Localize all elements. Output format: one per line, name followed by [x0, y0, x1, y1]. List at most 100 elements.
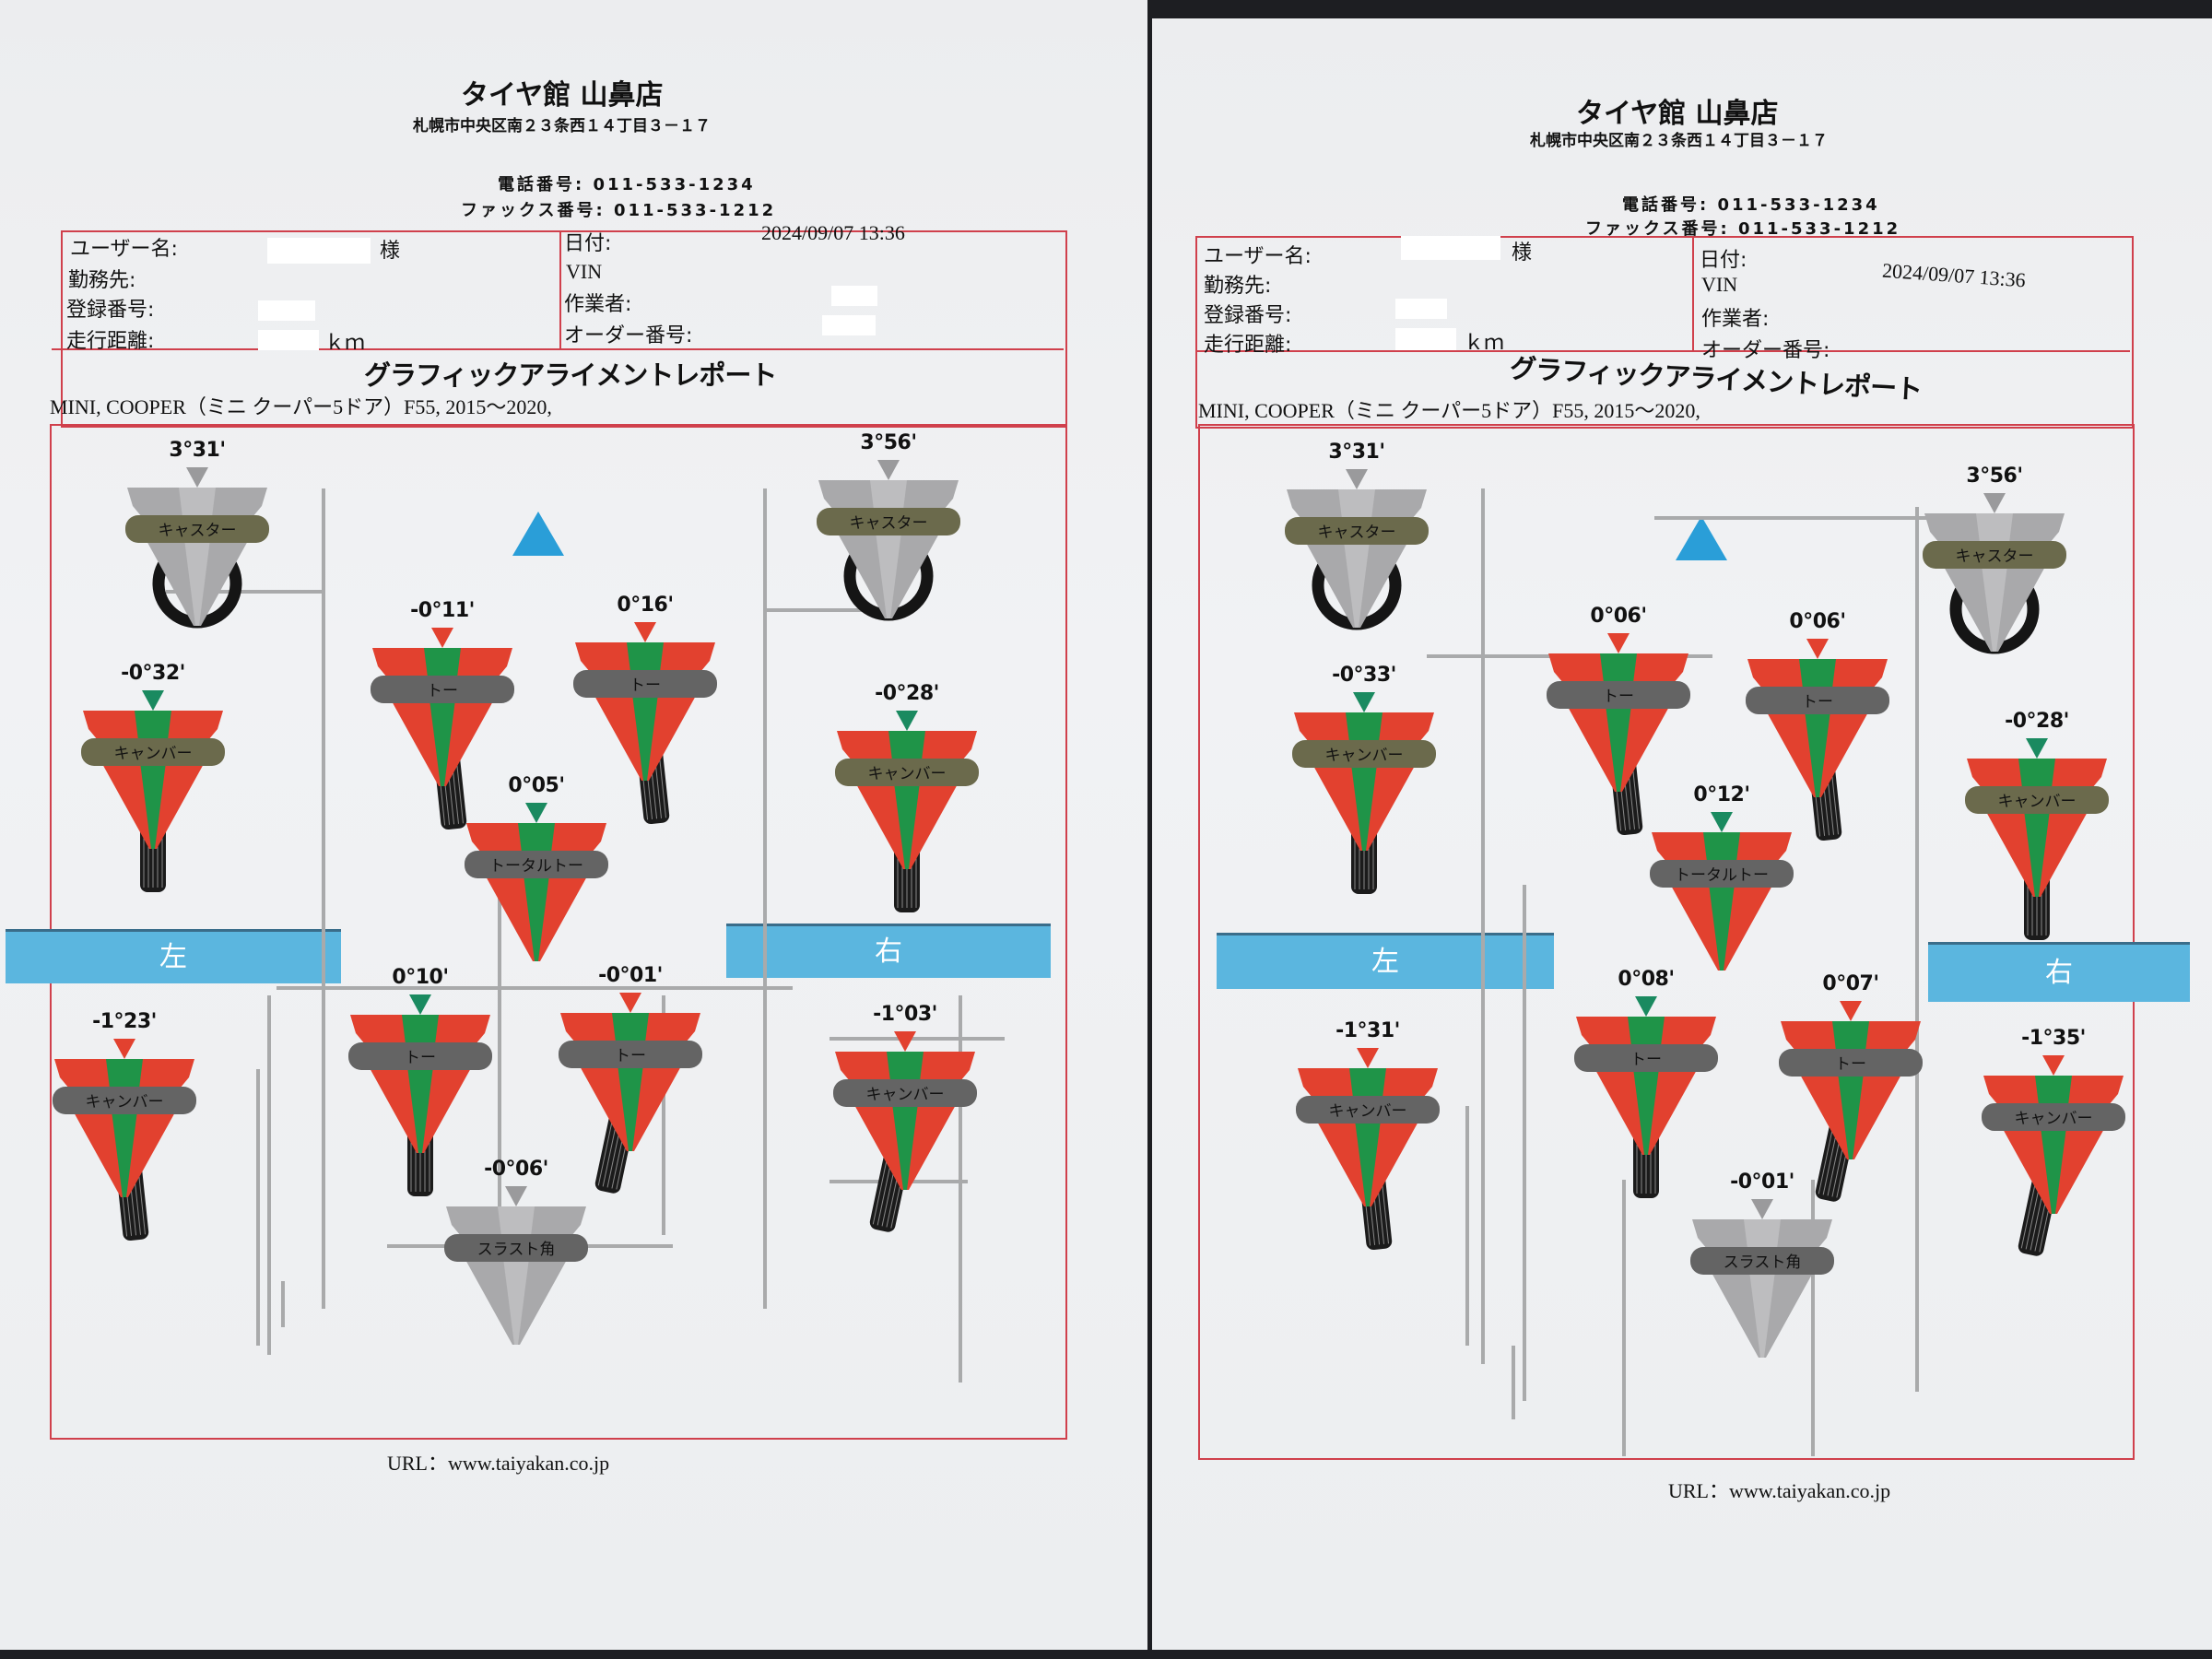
graph-connector-line	[498, 830, 501, 1290]
gauge-label: トー	[1630, 1051, 1662, 1069]
gauge-label: トータルトー	[1675, 866, 1769, 885]
pointer-icon	[186, 467, 208, 488]
report-page-1: タイヤ館 山鼻店 札幌市中央区南２３条西１４丁目３－１７ 電話番号: 011-5…	[0, 0, 1147, 1650]
left-side-banner: 左	[6, 929, 341, 983]
gauge-graphic: キャンバー	[81, 690, 225, 892]
pointer-icon	[1806, 639, 1829, 659]
honorific: 様	[1512, 241, 1533, 265]
redacted-registration	[1395, 299, 1447, 319]
gauge-value: 0°12'	[1693, 783, 1750, 806]
redacted-worker	[831, 286, 877, 306]
gauge-caster-left: 3°31' キャスター	[1283, 441, 1430, 679]
gauge-value: 3°31'	[1328, 441, 1385, 464]
pointer-icon	[1635, 996, 1657, 1017]
gauge-value: -0°11'	[410, 599, 475, 622]
gauge-label: トー	[1802, 693, 1833, 712]
graph-connector-line	[322, 488, 325, 1309]
gauge-graphic: スラスト角	[1690, 1199, 1834, 1358]
redacted-mileage	[1395, 328, 1456, 350]
gauge-label: キャスター	[159, 522, 237, 540]
gauge-label: トー	[1835, 1055, 1866, 1074]
gauge-value: -1°03'	[873, 1003, 937, 1026]
gauge-value: -0°33'	[1332, 664, 1396, 687]
website-url: URL：www.taiyakan.co.jp	[387, 1452, 610, 1475]
gauge-value: -0°28'	[2005, 710, 2069, 733]
user-name-label: ユーザー名:	[1204, 245, 1312, 268]
phone-label: 電話番号:	[498, 175, 585, 194]
graph-connector-line	[1811, 1180, 1815, 1456]
vehicle-description: MINI, COOPER（ミニ クーパー5ドア）F55, 2015～2020,	[50, 395, 552, 418]
graph-connector-line	[1465, 1106, 1469, 1346]
gauge-front-camber-left: -0°33' キャンバー	[1290, 664, 1438, 902]
gauge-graphic: スラスト角	[444, 1186, 588, 1345]
gauge-front-toe-left: 0°06' トー	[1545, 605, 1692, 843]
gauge-graphic: トー	[1746, 639, 1889, 841]
registration-label: 登録番号:	[66, 299, 155, 322]
order-number-label: オーダー番号:	[564, 324, 693, 347]
report-date: 2024/09/07 13:36	[761, 221, 905, 244]
direction-arrow-icon	[512, 512, 564, 556]
gauge-graphic: キャンバー	[1296, 1048, 1440, 1250]
gauge-value: -0°01'	[1730, 1171, 1794, 1194]
pointer-icon	[431, 628, 453, 648]
gauge-label: キャンバー	[2015, 1110, 2093, 1128]
gauge-value: -1°35'	[2021, 1027, 2086, 1050]
shop-name: タイヤ館 山鼻店	[1576, 98, 1779, 130]
gauge-front-toe-right: 0°16'トー	[571, 594, 719, 832]
gauge-label: キャンバー	[866, 1086, 945, 1104]
gauge-graphic: キャスター	[1285, 469, 1429, 630]
pointer-icon	[1346, 469, 1368, 489]
gauge-caster-right: 3°56'キャスター	[1921, 465, 2068, 703]
pointer-icon	[634, 622, 656, 642]
gauge-thrust-angle: -0°01' スラスト角	[1688, 1171, 1836, 1409]
left-side-banner: 左	[1217, 933, 1554, 989]
shop-name: タイヤ館 山鼻店	[461, 79, 664, 112]
gauge-value: 0°10'	[392, 966, 449, 989]
pointer-icon	[1983, 493, 2006, 513]
gauge-label: キャンバー	[1325, 747, 1404, 765]
redacted-mileage	[258, 330, 319, 350]
gauge-graphic: トー	[1574, 996, 1718, 1198]
phone-row: 電話番号: 011-533-1234	[498, 171, 756, 195]
gauge-value: -0°32'	[121, 662, 185, 685]
gauge-caster-left: 3°31'キャスター	[124, 439, 271, 677]
shop-address: 札幌市中央区南２３条西１４丁目３－１７	[413, 117, 711, 135]
gauge-rear-camber-right: -1°03' キャンバー	[831, 1003, 979, 1241]
order-number-label: オーダー番号:	[1701, 339, 1830, 362]
gauge-value: 3°56'	[860, 431, 917, 454]
info-divider	[559, 232, 561, 350]
fax-label: ファックス番号:	[461, 201, 606, 220]
gauge-label: トー	[405, 1049, 436, 1067]
pointer-icon	[1840, 1001, 1862, 1021]
right-side-banner: 右	[1928, 942, 2190, 1002]
fax-label: ファックス番号:	[1585, 219, 1730, 239]
redacted-user-name	[267, 238, 371, 264]
pointer-icon	[1711, 812, 1733, 832]
gauge-label: キャンバー	[1329, 1102, 1407, 1121]
gauge-front-camber-right: -0°28'キャンバー	[833, 682, 981, 921]
redacted-order-number	[822, 315, 876, 335]
pointer-icon	[505, 1186, 527, 1206]
gauge-label: スラスト角	[1724, 1253, 1802, 1272]
graph-connector-line	[256, 1069, 260, 1346]
pointer-icon	[409, 994, 431, 1015]
gauge-value: 0°06'	[1590, 605, 1647, 628]
gauge-graphic: キャンバー	[1292, 692, 1436, 894]
graph-connector-line	[1622, 1180, 1626, 1456]
gauge-value: -0°28'	[875, 682, 939, 705]
pointer-icon	[525, 803, 547, 823]
redacted-user-name	[1401, 236, 1500, 260]
gauge-label: トー	[1603, 688, 1634, 706]
gauge-value: 0°07'	[1822, 972, 1879, 995]
graph-connector-line	[1915, 507, 1919, 1392]
gauge-front-toe-right: 0°06'トー	[1744, 610, 1891, 849]
gauge-label: キャンバー	[114, 745, 193, 763]
gauge-total-toe: 0°12' トータルトー	[1648, 783, 1795, 1022]
pointer-icon	[896, 711, 918, 731]
gauge-graphic: キャンバー	[1965, 738, 2109, 940]
gauge-rear-toe-left: 0°08'トー	[1572, 968, 1720, 1206]
gauge-front-camber-left: -0°32' キャンバー	[79, 662, 227, 900]
phone-label: 電話番号:	[1622, 195, 1710, 215]
gauge-label: スラスト角	[477, 1241, 556, 1259]
mileage-unit: ｋｍ	[1464, 332, 1505, 355]
